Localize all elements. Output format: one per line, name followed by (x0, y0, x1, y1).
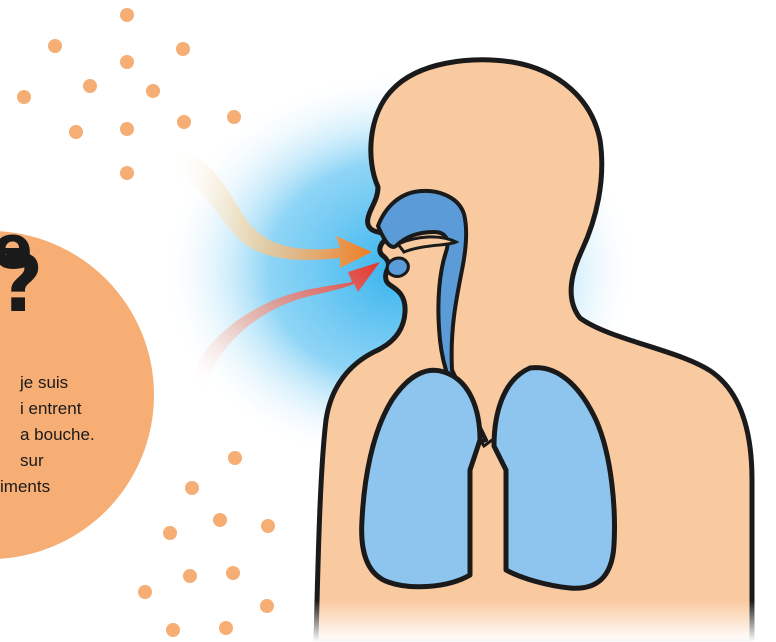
body-line-4: sur (0, 448, 95, 474)
body-line-5: iments (0, 474, 95, 500)
body-text: je suis i entrent a bouche. sur iments (0, 370, 95, 500)
headline-question-mark: ? (0, 246, 43, 324)
tongue (387, 258, 408, 276)
body-line-2: i entrent (0, 396, 95, 422)
body-line-1: je suis (0, 370, 95, 396)
body-line-3: a bouche. (0, 422, 95, 448)
bottom-fade (300, 600, 776, 642)
